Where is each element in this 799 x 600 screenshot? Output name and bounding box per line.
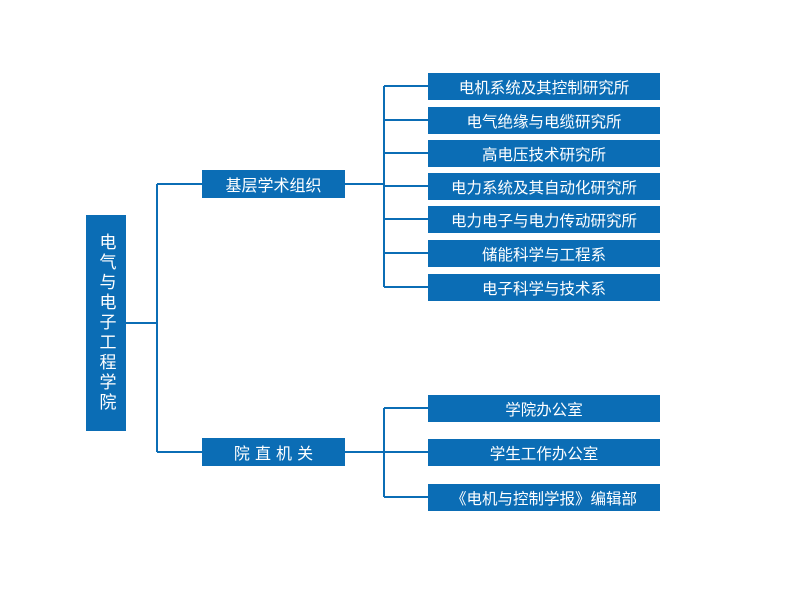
child-node-label: 电气绝缘与电缆研究所 bbox=[466, 112, 622, 131]
child-node: 电力电子与电力传动研究所 bbox=[428, 206, 660, 233]
child-node-label: 高电压技术研究所 bbox=[481, 145, 606, 164]
branch-node-academic-units: 基层学术组织 bbox=[202, 170, 345, 198]
child-node: 储能科学与工程系 bbox=[428, 240, 660, 267]
child-node: 电力系统及其自动化研究所 bbox=[428, 173, 660, 200]
branch-node-admin-offices: 院 直 机 关 bbox=[202, 438, 345, 466]
child-node-label: 电力系统及其自动化研究所 bbox=[450, 178, 637, 197]
child-node: 《电机与控制学报》编辑部 bbox=[428, 484, 660, 511]
branch-node-label: 基层学术组织 bbox=[225, 176, 322, 195]
child-node: 电气绝缘与电缆研究所 bbox=[428, 107, 660, 134]
child-node-label: 学院办公室 bbox=[505, 400, 583, 419]
child-node-label: 储能科学与工程系 bbox=[481, 245, 606, 264]
child-node-label: 学生工作办公室 bbox=[489, 444, 599, 463]
branch-node-label: 院 直 机 关 bbox=[233, 444, 314, 463]
child-node: 学院办公室 bbox=[428, 395, 660, 422]
root-node-college: 电气与电子工程学院 bbox=[86, 215, 126, 431]
child-node-label: 电子科学与技术系 bbox=[481, 279, 606, 298]
child-node-label: 电机系统及其控制研究所 bbox=[458, 78, 630, 97]
root-node-label: 电气与电子工程学院 bbox=[95, 233, 116, 413]
child-node: 高电压技术研究所 bbox=[428, 140, 660, 167]
child-node-label: 电力电子与电力传动研究所 bbox=[450, 211, 637, 230]
child-node: 电子科学与技术系 bbox=[428, 274, 660, 301]
child-node: 电机系统及其控制研究所 bbox=[428, 73, 660, 100]
child-node-label: 《电机与控制学报》编辑部 bbox=[450, 489, 637, 508]
child-node: 学生工作办公室 bbox=[428, 439, 660, 466]
